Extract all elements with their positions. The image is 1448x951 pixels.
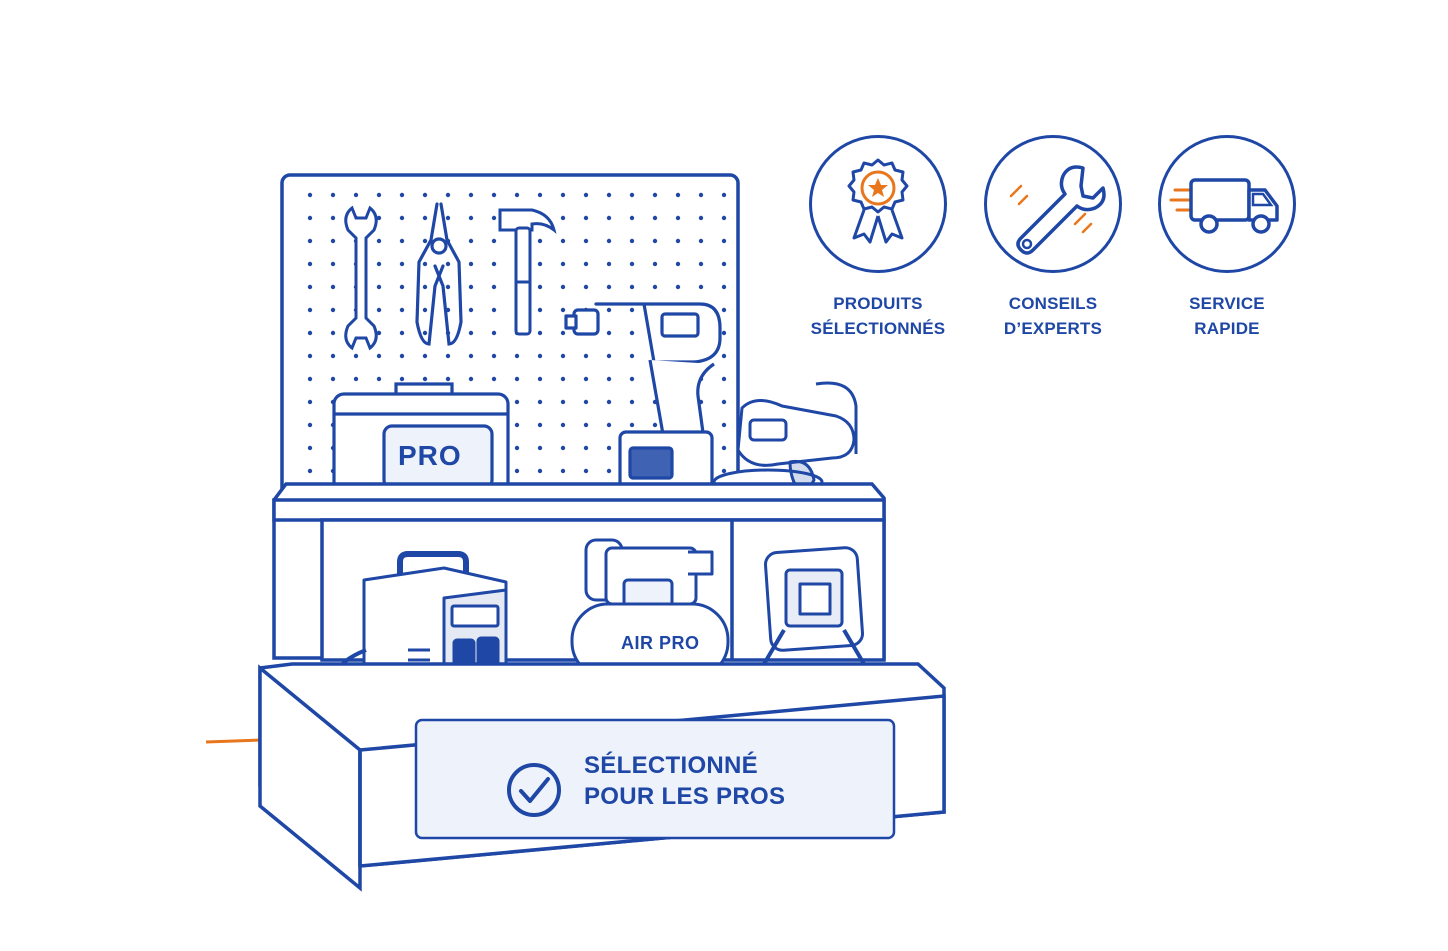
wrench-tool-icon — [344, 205, 378, 351]
power-drill-icon — [564, 302, 722, 490]
hammer-icon — [498, 208, 557, 336]
feature-label-line2: D’EXPERTS — [1003, 319, 1103, 338]
feature-label-line2: SÉLECTIONNÉS — [810, 319, 946, 338]
feature-label: PRODUITS SÉLECTIONNÉS — [778, 291, 978, 341]
feature-label-line2: RAPIDE — [1194, 319, 1260, 338]
tool-case-icon — [332, 382, 510, 504]
feature-circle — [1158, 135, 1296, 273]
feature-label-line1: SERVICE — [1189, 294, 1265, 313]
sign-text: SÉLECTIONNÉ POUR LES PROS — [584, 750, 785, 812]
feature-label-line1: CONSEILS — [1008, 294, 1098, 313]
feature-label-line1: PRODUITS — [833, 294, 923, 313]
feature-label: CONSEILS D’EXPERTS — [953, 291, 1153, 341]
tool-case-label: PRO — [398, 440, 462, 471]
pliers-icon — [415, 202, 463, 346]
feature-selected-products: PRODUITS SÉLECTIONNÉS — [778, 135, 978, 341]
feature-expert-advice: CONSEILS D’EXPERTS — [953, 135, 1153, 341]
delivery-truck-icon — [1169, 178, 1279, 234]
feature-circle — [809, 135, 947, 273]
feature-circle — [984, 135, 1122, 273]
feature-fast-service: SERVICE RAPIDE — [1127, 135, 1327, 341]
compressor-label: AIR PRO — [621, 633, 700, 653]
sign-line-2: POUR LES PROS — [584, 783, 786, 810]
wrench-icon — [1009, 165, 1106, 255]
check-circle-icon — [507, 763, 561, 817]
feature-label: SERVICE RAPIDE — [1127, 291, 1327, 341]
air-compressor-icon — [570, 538, 730, 692]
award-ribbon-icon — [847, 158, 909, 244]
floor-line — [205, 738, 263, 744]
sign-panel — [414, 718, 896, 840]
sign-line-1: SÉLECTIONNÉ — [584, 752, 758, 779]
